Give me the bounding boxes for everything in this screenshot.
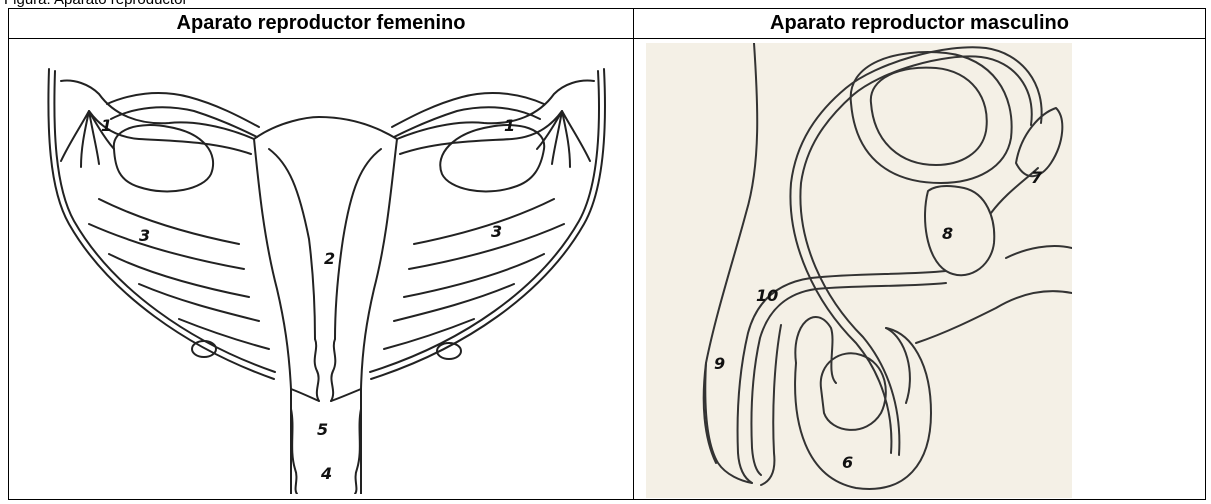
- male-diagram-cell: 6 7 8 9 10: [634, 39, 1206, 500]
- label-10: 10: [756, 286, 778, 305]
- uterus-body: [254, 139, 397, 494]
- prostate: [925, 186, 994, 275]
- label-6: 6: [842, 453, 853, 472]
- label-7: 7: [1031, 168, 1043, 187]
- broad-ligament: [48, 69, 605, 379]
- caption-fragment: Figura: Aparato reproductor: [4, 0, 187, 8]
- seminal-vesicle: [1016, 108, 1062, 176]
- header-row: Aparato reproductor femenino Aparato rep…: [9, 9, 1206, 39]
- scrotum: [795, 317, 836, 383]
- label-5: 5: [317, 420, 328, 439]
- penis: [705, 363, 752, 483]
- cervical-canal: [315, 339, 336, 401]
- label-8: 8: [942, 224, 953, 243]
- label-3-right: 3: [491, 222, 502, 241]
- ovary-left: [114, 125, 213, 191]
- uterus-fundus: [254, 117, 397, 139]
- female-header: Aparato reproductor femenino: [9, 9, 634, 39]
- label-1-right: 1: [504, 116, 515, 135]
- fimbriae-right: [537, 111, 590, 167]
- label-1-left: 1: [101, 116, 112, 135]
- vagina: [291, 389, 361, 401]
- male-reproductive-diagram: 6 7 8 9 10: [646, 43, 1072, 498]
- female-diagram-cell: 1 1 2 3 3 4 5: [9, 39, 634, 500]
- diagram-row: 1 1 2 3 3 4 5: [9, 39, 1206, 500]
- label-9: 9: [714, 354, 725, 373]
- vas-deferens: [790, 47, 1041, 453]
- female-reproductive-diagram: 1 1 2 3 3 4 5: [19, 49, 619, 494]
- label-4: 4: [320, 464, 332, 483]
- male-header: Aparato reproductor masculino: [634, 9, 1206, 39]
- label-2: 2: [324, 249, 335, 268]
- body-contour: [704, 43, 758, 463]
- label-3-left: 3: [139, 226, 150, 245]
- figure-table: Aparato reproductor femenino Aparato rep…: [8, 8, 1206, 500]
